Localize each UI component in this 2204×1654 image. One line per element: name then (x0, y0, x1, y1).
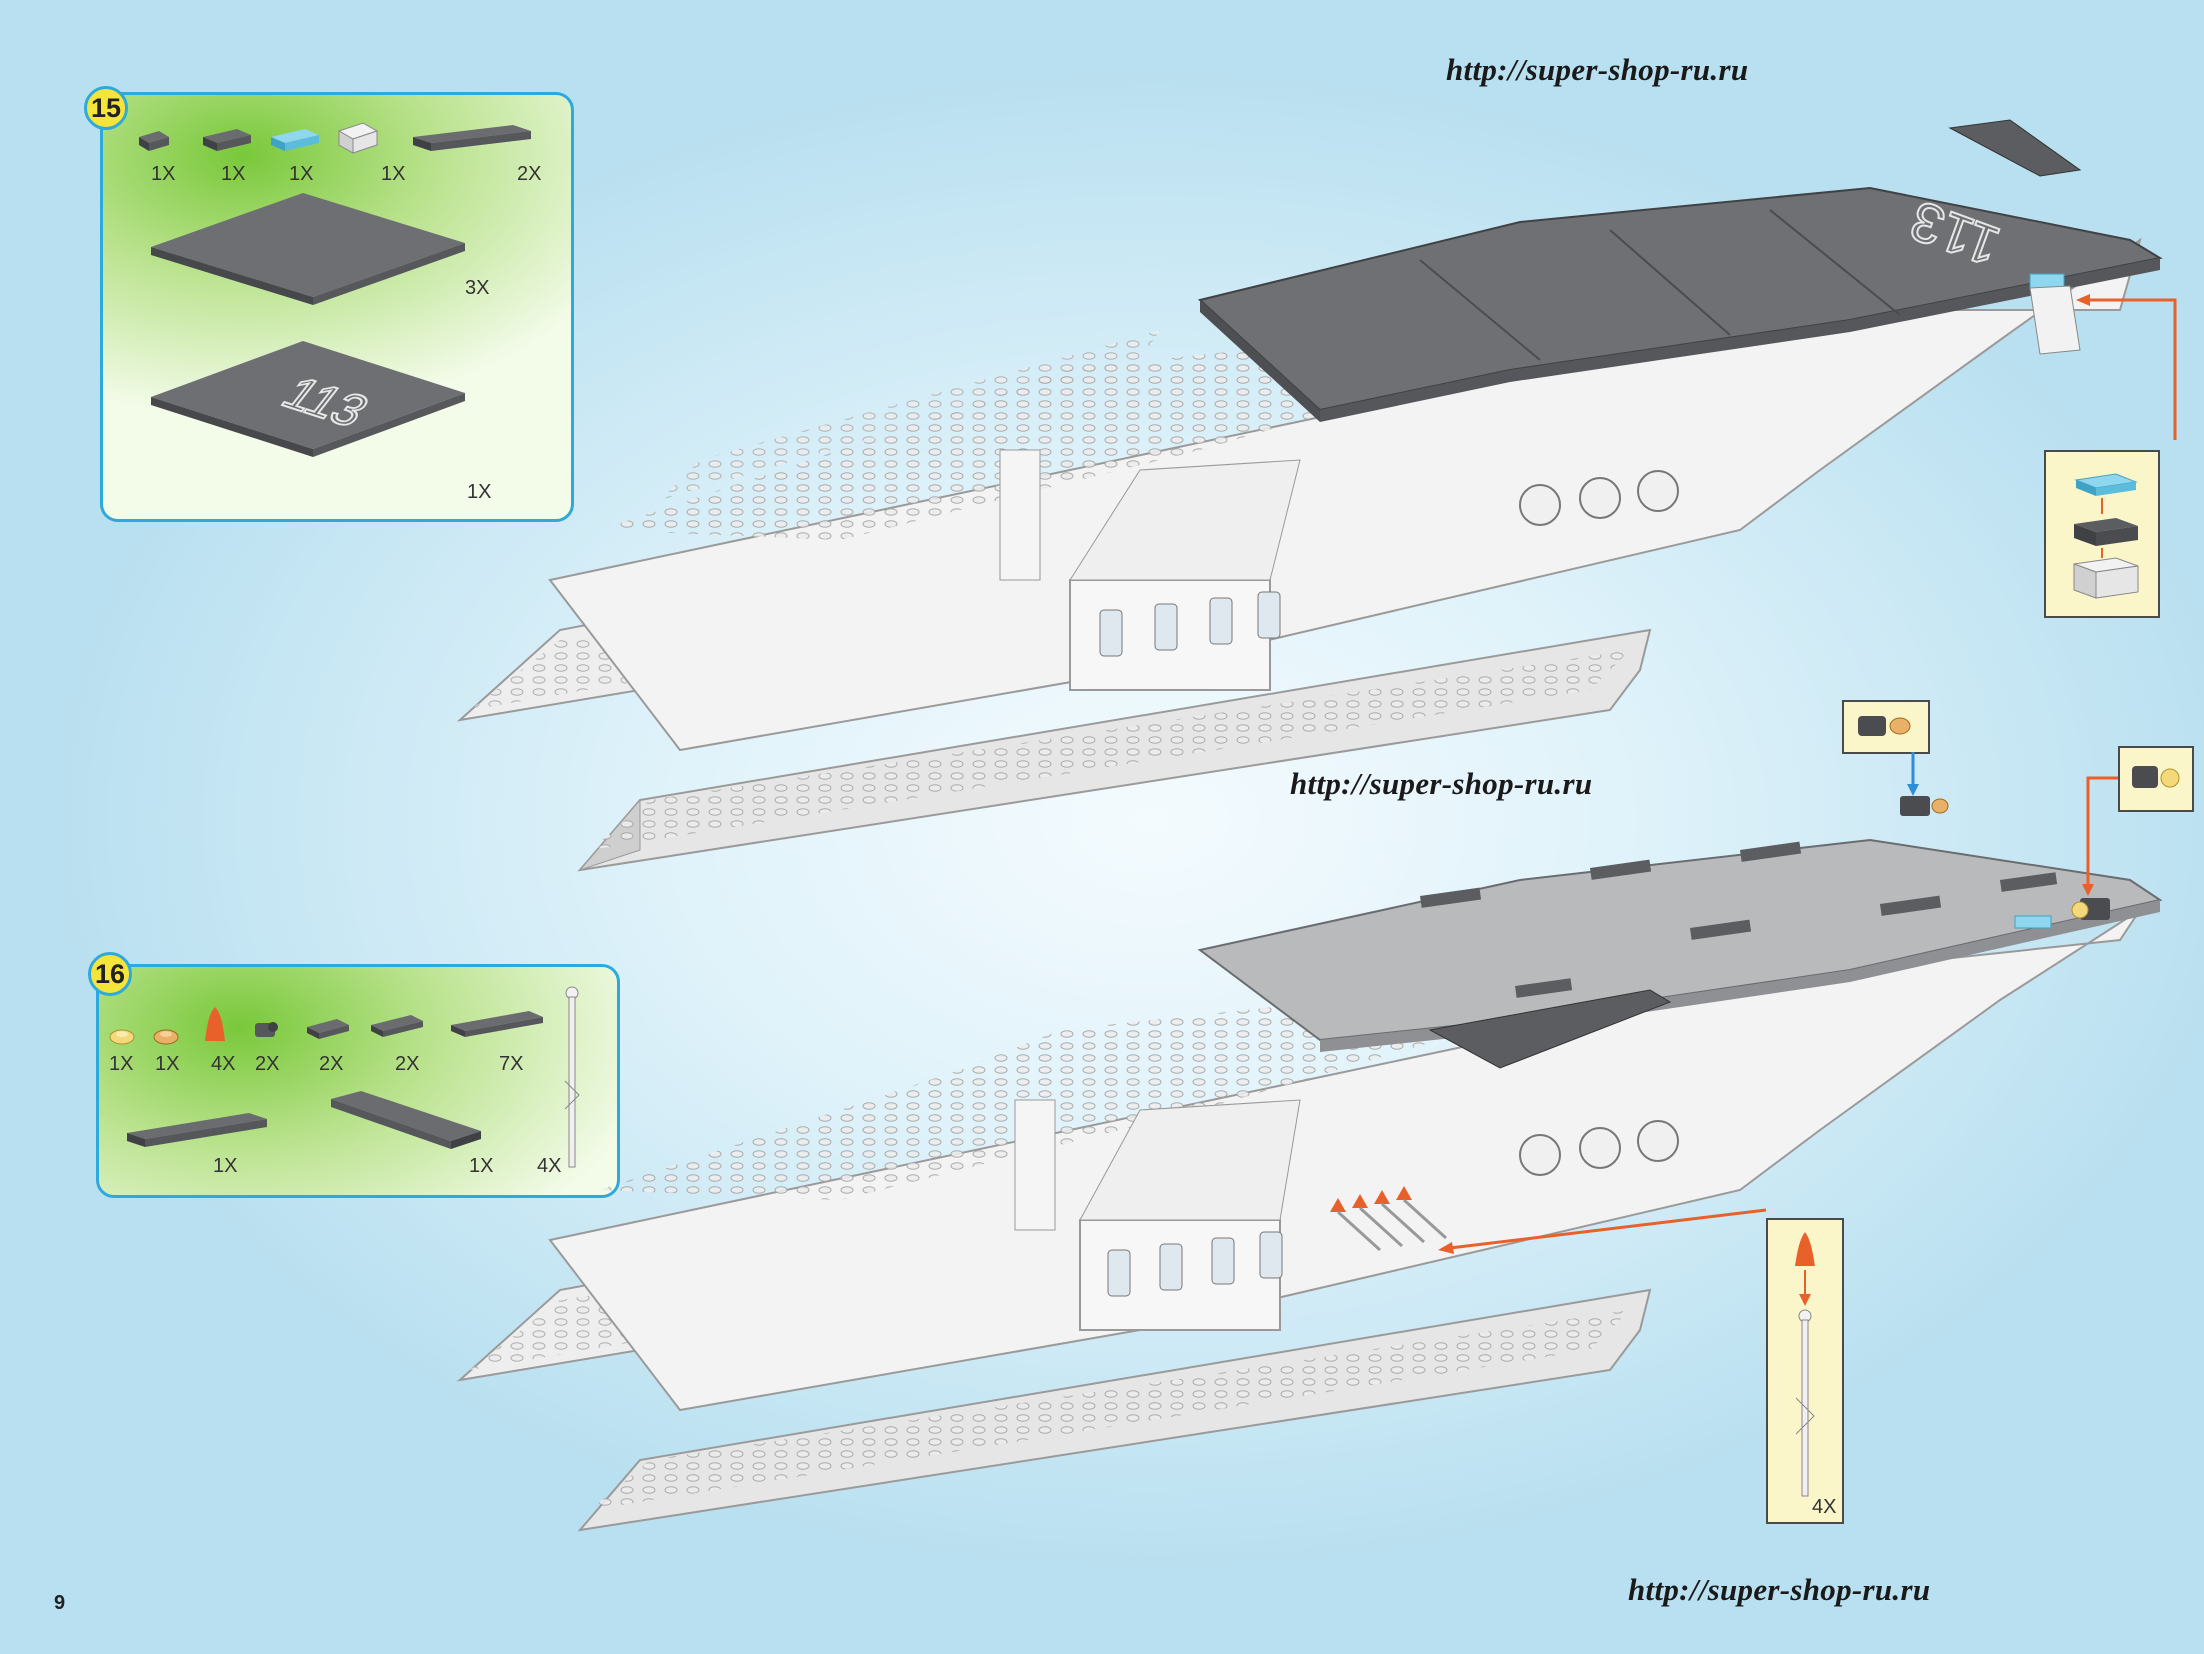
subassembly-callout-top (2044, 450, 2160, 618)
step-number-badge: 16 (88, 952, 132, 996)
round-plate-orange-piece (153, 1029, 179, 1045)
subassembly-parts (2073, 473, 2139, 599)
qty-label: 1X (467, 481, 492, 503)
qty-label: 1X (221, 163, 246, 185)
qty-label: 3X (465, 277, 490, 299)
watermark-url-middle: http://super-shop-ru.ru (1290, 766, 1593, 801)
round-plate-yellow-piece (109, 1029, 135, 1045)
qty-label: 1X (381, 163, 406, 185)
antenna-with-cone (1795, 1232, 1815, 1497)
qty-label: 4X (211, 1053, 236, 1075)
qty-label: 7X (499, 1053, 524, 1075)
callout-qty: 4X (1812, 1496, 1837, 1518)
orange-cone-piece (205, 1007, 225, 1041)
antenna-cluster (1330, 1186, 1448, 1252)
qty-label: 1X (469, 1155, 494, 1177)
watermark-url-bottom: http://super-shop-ru.ru (1628, 1572, 1931, 1607)
qty-label: 2X (517, 163, 542, 185)
wedge-plate-piece (331, 1091, 481, 1149)
large-gray-plate-piece (151, 193, 465, 305)
plate-1x6-piece (127, 1113, 267, 1147)
step-number-badge: 15 (84, 86, 128, 130)
qty-label: 2X (319, 1053, 344, 1075)
white-slope-piece (337, 122, 379, 154)
qty-label: 4X (537, 1155, 562, 1177)
plate-1x6-piece (413, 125, 531, 151)
qty-label: 1X (151, 163, 176, 185)
clip-plate-piece (255, 1022, 278, 1037)
tile-1x2-piece (307, 1019, 349, 1039)
step-15-parts-box: 1X 1X 1X 1X 2X 3X 113 1X (100, 92, 574, 522)
qty-label: 1X (155, 1053, 180, 1075)
antenna-callout: 4X (1766, 1218, 1844, 1524)
qty-label: 1X (213, 1155, 238, 1177)
tile-1x3-piece (371, 1015, 423, 1037)
antenna-piece (564, 986, 580, 1168)
numbered-plate-piece: 113 (151, 341, 465, 457)
qty-label: 2X (395, 1053, 420, 1075)
clip-plate-piece (139, 131, 169, 151)
page-number: 9 (54, 1592, 66, 1614)
ship-assembly-step-15: 113 (456, 119, 2177, 872)
qty-label: 1X (289, 163, 314, 185)
ship-assembly-step-16 (456, 752, 2163, 1532)
tile-1x4-piece (451, 1011, 543, 1037)
clip-callout-right (2118, 746, 2194, 812)
clip-with-yellow-plate (2132, 766, 2180, 788)
watermark-url-top: http://super-shop-ru.ru (1446, 52, 1749, 87)
qty-label: 1X (109, 1053, 134, 1075)
blue-tile-piece (271, 129, 319, 151)
step-16-parts-box: 1X 1X 4X 2X 2X 2X 7X 1X 1X 4X (96, 964, 620, 1198)
clip-callout-left (1842, 700, 1930, 754)
clip-with-round-plate (1858, 716, 1911, 736)
plate-1x2-piece (203, 129, 251, 151)
qty-label: 2X (255, 1053, 280, 1075)
